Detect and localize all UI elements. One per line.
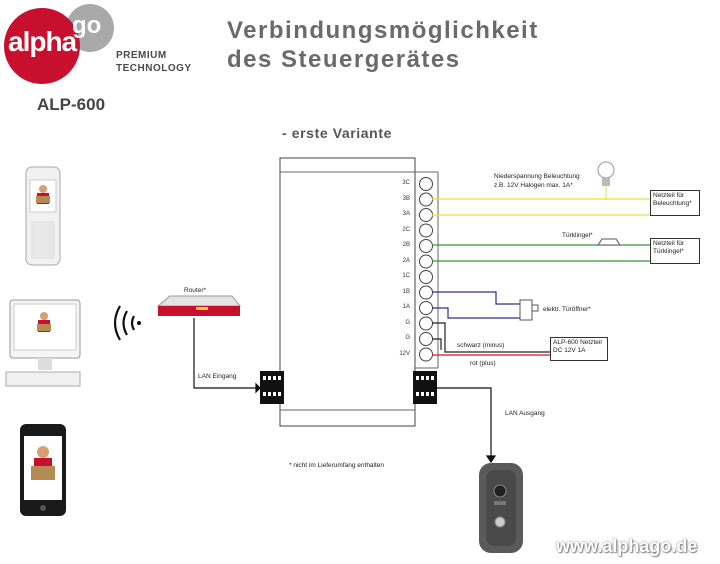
red-wire-label: rot (plus) bbox=[470, 360, 496, 367]
terminal-label: 2A bbox=[402, 257, 410, 264]
terminal-screw bbox=[419, 301, 433, 315]
door-station-icon bbox=[479, 463, 523, 553]
model-name: ALP-600 bbox=[37, 95, 106, 114]
wifi-icon bbox=[113, 305, 141, 341]
psu-bell-line-1: Netzteil für bbox=[653, 240, 685, 247]
psu-bell-line-2: Türklingel* bbox=[653, 248, 684, 255]
control-unit bbox=[279, 157, 439, 427]
terminal-screw bbox=[419, 254, 433, 269]
terminal-screw bbox=[419, 239, 433, 253]
psu-light-box: Netzteil für Beleuchtung* bbox=[650, 190, 700, 216]
terminal-screw bbox=[419, 192, 433, 207]
terminal-screw bbox=[419, 285, 433, 300]
footnote: * nicht im Lieferumfang enthalten bbox=[289, 462, 385, 469]
website-url: www.alphago.de bbox=[556, 536, 698, 556]
terminal-screw bbox=[419, 332, 433, 346]
computer-icon bbox=[5, 299, 81, 387]
lan-cables bbox=[193, 318, 497, 464]
smartphone-icon bbox=[20, 424, 66, 516]
bulb-icon bbox=[597, 161, 615, 199]
terminal-screw bbox=[419, 177, 433, 191]
opener-label: elektr. Türöffner* bbox=[543, 306, 591, 313]
psu-main-line-2: DC 12V 1A bbox=[553, 347, 586, 354]
terminal-label: 3B bbox=[402, 195, 410, 202]
bell-wires bbox=[432, 244, 650, 262]
logo-tagline-1: PREMIUM bbox=[116, 50, 167, 61]
title-line-1: Verbindungsmöglichkeit bbox=[227, 17, 539, 44]
router-label: Router* bbox=[184, 287, 207, 294]
lighting-wires bbox=[432, 198, 650, 216]
variant-heading: - erste Variante bbox=[282, 125, 392, 141]
terminal-label: 1B bbox=[402, 288, 410, 295]
terminal-screw bbox=[419, 347, 433, 362]
terminal-screw bbox=[419, 223, 433, 238]
psu-light-line-1: Netzteil für bbox=[653, 192, 685, 199]
lan-in-label: LAN Eingang bbox=[198, 373, 237, 380]
psu-light-line-2: Beleuchtung* bbox=[653, 200, 692, 207]
terminal-label: 1C bbox=[402, 273, 410, 279]
terminal-label: 3C bbox=[402, 180, 410, 186]
light-label: Niederspannung Beleuchtung bbox=[494, 173, 580, 180]
psu-main-line-1: ALP-600 Netzteil bbox=[553, 339, 602, 346]
cordless-phone-icon bbox=[25, 166, 61, 266]
opener-wires bbox=[432, 291, 520, 319]
black-wire-label: schwarz (minus) bbox=[457, 342, 505, 349]
terminal-label: G bbox=[405, 319, 410, 326]
lan-out-label: LAN Ausgang bbox=[505, 410, 545, 417]
lan-out-port bbox=[413, 371, 437, 404]
terminal-label: 3A bbox=[402, 211, 410, 217]
terminal-label: 2C bbox=[402, 226, 410, 233]
router-icon bbox=[156, 295, 242, 316]
bell-icon bbox=[597, 238, 621, 246]
logo-word: alpha bbox=[8, 26, 77, 57]
logo-tagline-2: TECHNOLOGY bbox=[116, 63, 192, 74]
title-line-2: des Steuergerätes bbox=[227, 46, 461, 73]
alphago-logo bbox=[4, 4, 114, 84]
terminal-screw bbox=[419, 316, 433, 331]
psu-bell-box: Netzteil für Türklingel* bbox=[650, 238, 700, 264]
door-opener-icon bbox=[519, 299, 539, 321]
terminal-block bbox=[419, 177, 433, 362]
terminal-screw bbox=[419, 270, 433, 284]
terminal-label: 1A bbox=[402, 304, 410, 310]
bell-label: Türklingel* bbox=[562, 232, 593, 239]
logo-go: go bbox=[72, 12, 102, 39]
lan-in-port bbox=[260, 371, 284, 404]
light-detail-label: z.B. 12V Halogen max. 1A* bbox=[494, 182, 573, 189]
terminal-screw bbox=[419, 208, 433, 222]
page-title: Verbindungsmöglichkeit des Steuergerätes bbox=[227, 16, 539, 74]
terminal-label: G bbox=[405, 335, 410, 341]
power-wires bbox=[432, 322, 550, 356]
logo-tagline: PREMIUM TECHNOLOGY bbox=[116, 49, 192, 75]
terminal-label: 12V bbox=[399, 350, 410, 357]
terminal-label: 2B bbox=[402, 242, 410, 248]
psu-main-box: ALP-600 Netzteil DC 12V 1A bbox=[550, 337, 608, 361]
